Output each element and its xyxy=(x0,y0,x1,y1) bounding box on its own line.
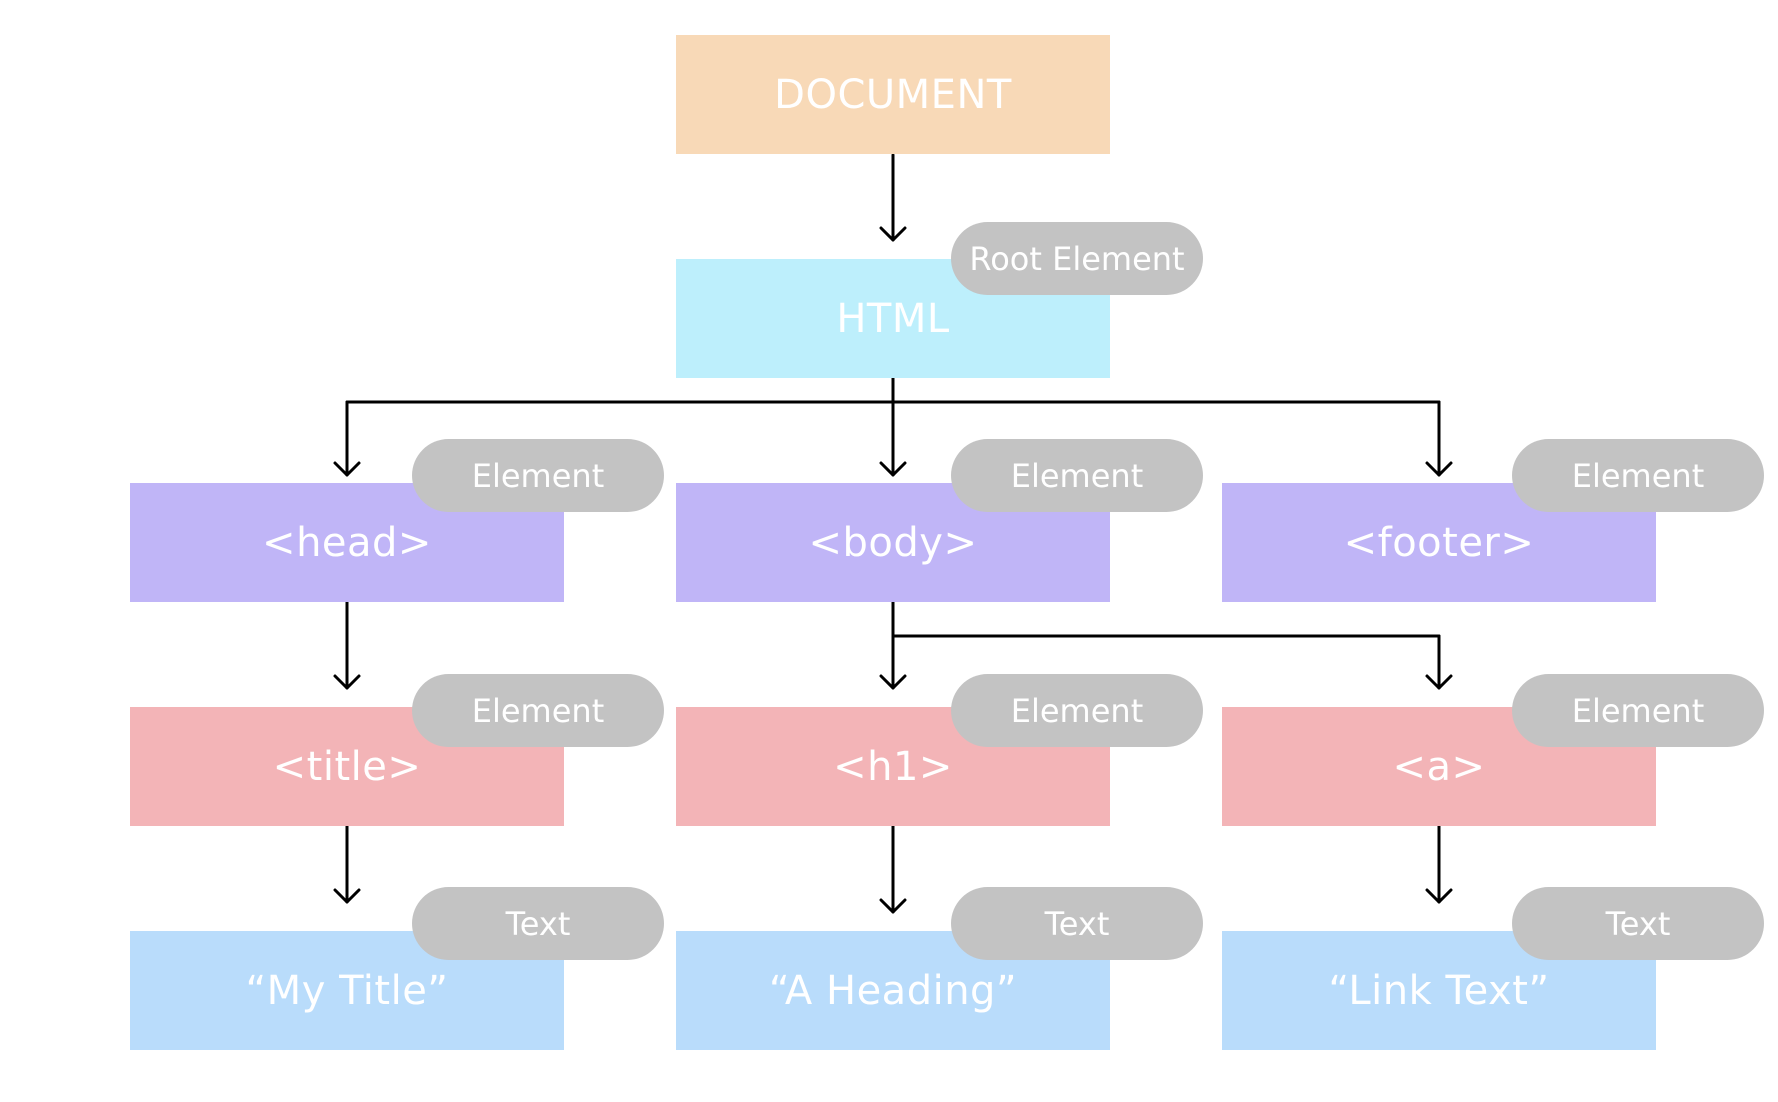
arrowhead-h1 xyxy=(879,674,907,690)
arrowhead-body xyxy=(879,461,907,477)
arrowhead-a xyxy=(1425,674,1453,690)
badge-title-element: Element xyxy=(412,674,664,747)
arrowhead-footer xyxy=(1425,461,1453,477)
badge-footer-element: Element xyxy=(1512,439,1764,512)
arrowhead-head xyxy=(333,461,361,477)
badge-head-element: Element xyxy=(412,439,664,512)
node-h1: <h1> xyxy=(676,707,1110,826)
badge-a-element: Element xyxy=(1512,674,1764,747)
arrowhead-a-text xyxy=(1425,888,1453,904)
badge-html-root-element: Root Element xyxy=(951,222,1203,295)
badge-h1-element: Element xyxy=(951,674,1203,747)
badge-title-text: Text xyxy=(412,887,664,960)
badge-a-text: Text xyxy=(1512,887,1764,960)
node-document: DOCUMENT xyxy=(676,35,1110,154)
badge-h1-text: Text xyxy=(951,887,1203,960)
arrowhead-title xyxy=(333,674,361,690)
arrowhead-h1-text xyxy=(879,898,907,914)
arrowhead-title-text xyxy=(333,888,361,904)
arrowhead-html xyxy=(879,226,907,242)
badge-body-element: Element xyxy=(951,439,1203,512)
